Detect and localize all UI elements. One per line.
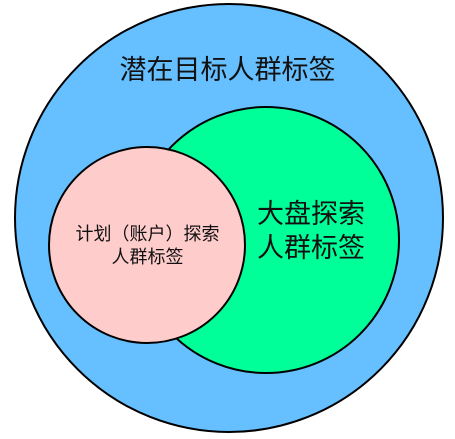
outer-circle-label: 潜在目标人群标签 — [119, 55, 336, 86]
inner-label-line-2: 人群标签 — [111, 246, 184, 268]
inner-circle-label: 计划（账户）探索 人群标签 — [55, 224, 240, 269]
middle-label-line-2: 人群标签 — [257, 232, 365, 264]
inner-label-line-1: 计划（账户）探索 — [75, 224, 220, 245]
middle-label-line-1: 大盘探索 — [257, 199, 365, 230]
inner-circle — [48, 146, 246, 344]
middle-circle-label: 大盘探索 人群标签 — [236, 198, 386, 266]
